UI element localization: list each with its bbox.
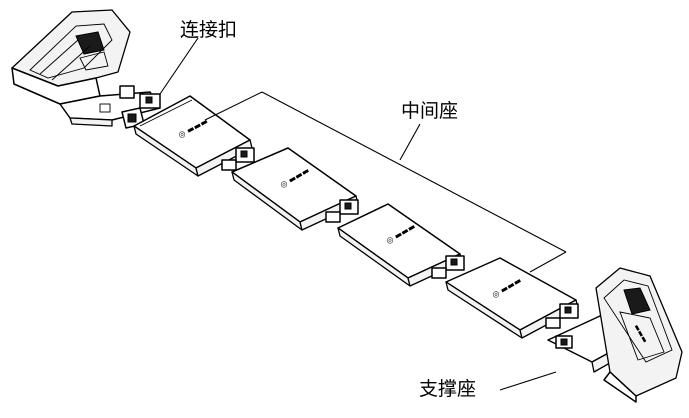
right-support-base: ▬▬▬ [547, 267, 683, 403]
leader-support-base [499, 371, 557, 391]
leader-middle-base [204, 91, 567, 273]
middle-base-2: ◎ ▬▬▬ [231, 147, 359, 231]
label-support-base: 支撑座 [419, 378, 477, 400]
leader-connector-buckle [159, 37, 199, 95]
middle-base-4: ◎ ▬▬▬ [445, 257, 579, 339]
middle-base-3: ◎ ▬▬▬ [337, 203, 465, 287]
middle-base-1: ◎ ▬▬▬ [133, 95, 255, 177]
label-connector-buckle: 连接扣 [180, 19, 238, 41]
label-middle-base: 中间座 [401, 100, 459, 122]
